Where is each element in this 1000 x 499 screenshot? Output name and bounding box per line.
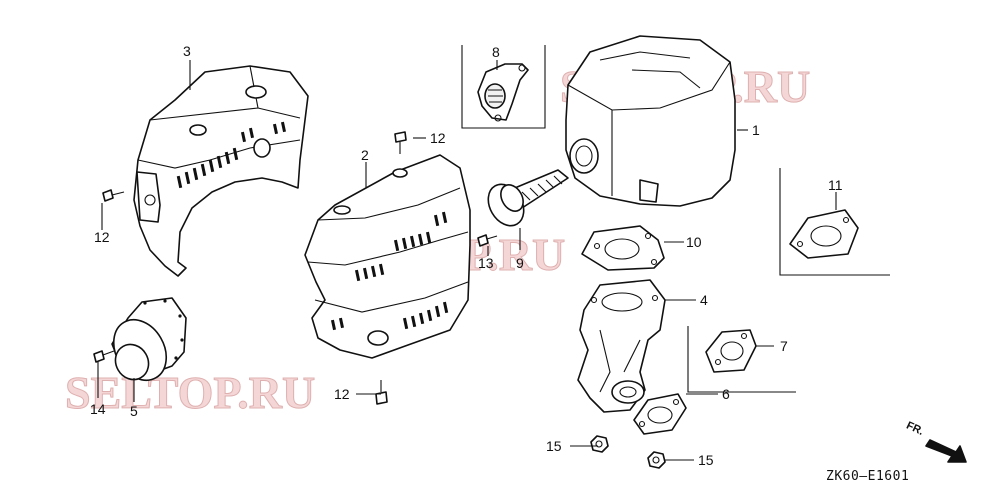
bolt-12-left bbox=[102, 189, 125, 202]
callout-10: 10 bbox=[686, 234, 702, 250]
protector-part-3 bbox=[133, 65, 309, 277]
callout-3: 3 bbox=[183, 43, 191, 59]
callout-9: 9 bbox=[516, 255, 524, 271]
frame-part-7 bbox=[687, 326, 796, 393]
watermark-bottom: SELTOP.RU bbox=[65, 367, 315, 418]
gasket-part-10 bbox=[581, 225, 665, 271]
callout-6: 6 bbox=[722, 386, 730, 402]
muffler-part-1 bbox=[565, 35, 736, 207]
screw-14 bbox=[93, 350, 115, 363]
exhaust-pipe-part-4 bbox=[577, 279, 666, 413]
bolt-12-bottom bbox=[375, 380, 388, 405]
protector-2-vent-slots bbox=[330, 211, 449, 331]
callout-15-left: 15 bbox=[546, 438, 562, 454]
frame-part-11 bbox=[779, 168, 890, 276]
callout-2: 2 bbox=[361, 147, 369, 163]
callout-15-right: 15 bbox=[698, 452, 714, 468]
callout-7: 7 bbox=[780, 338, 788, 354]
callout-14: 14 bbox=[90, 401, 106, 417]
callout-labels: 3 2 12 8 1 9 13 10 11 4 7 6 12 12 14 5 1… bbox=[90, 43, 843, 468]
callout-12-left: 12 bbox=[94, 229, 110, 245]
protector-part-2 bbox=[304, 154, 471, 359]
joint-part-5 bbox=[111, 297, 187, 381]
callout-8: 8 bbox=[492, 44, 500, 60]
pipe-protector-part-8 bbox=[477, 63, 529, 122]
callout-12-top: 12 bbox=[430, 130, 446, 146]
gasket-part-6 bbox=[633, 393, 687, 435]
nut-15-left bbox=[590, 435, 609, 453]
front-direction-arrow: FR. bbox=[904, 420, 967, 463]
gasket-part-11 bbox=[789, 209, 859, 259]
callout-1: 1 bbox=[752, 122, 760, 138]
callout-11: 11 bbox=[828, 177, 843, 193]
callout-12-bottom: 12 bbox=[334, 386, 350, 402]
protector-3-vent-slots bbox=[176, 121, 286, 189]
nut-15-right bbox=[647, 451, 666, 469]
callout-5: 5 bbox=[130, 403, 138, 419]
diagram-code: ZK60—E1601 bbox=[826, 469, 909, 484]
callout-13: 13 bbox=[478, 255, 494, 271]
callout-4: 4 bbox=[700, 292, 708, 308]
screw-13 bbox=[477, 234, 498, 247]
spark-arrester-part-9 bbox=[487, 169, 569, 227]
gasket-part-7 bbox=[705, 329, 757, 373]
bolt-12-top bbox=[394, 131, 407, 154]
frame-part-8 bbox=[461, 45, 546, 129]
leader-lines bbox=[97, 60, 837, 461]
front-direction-label: FR. bbox=[904, 420, 925, 438]
